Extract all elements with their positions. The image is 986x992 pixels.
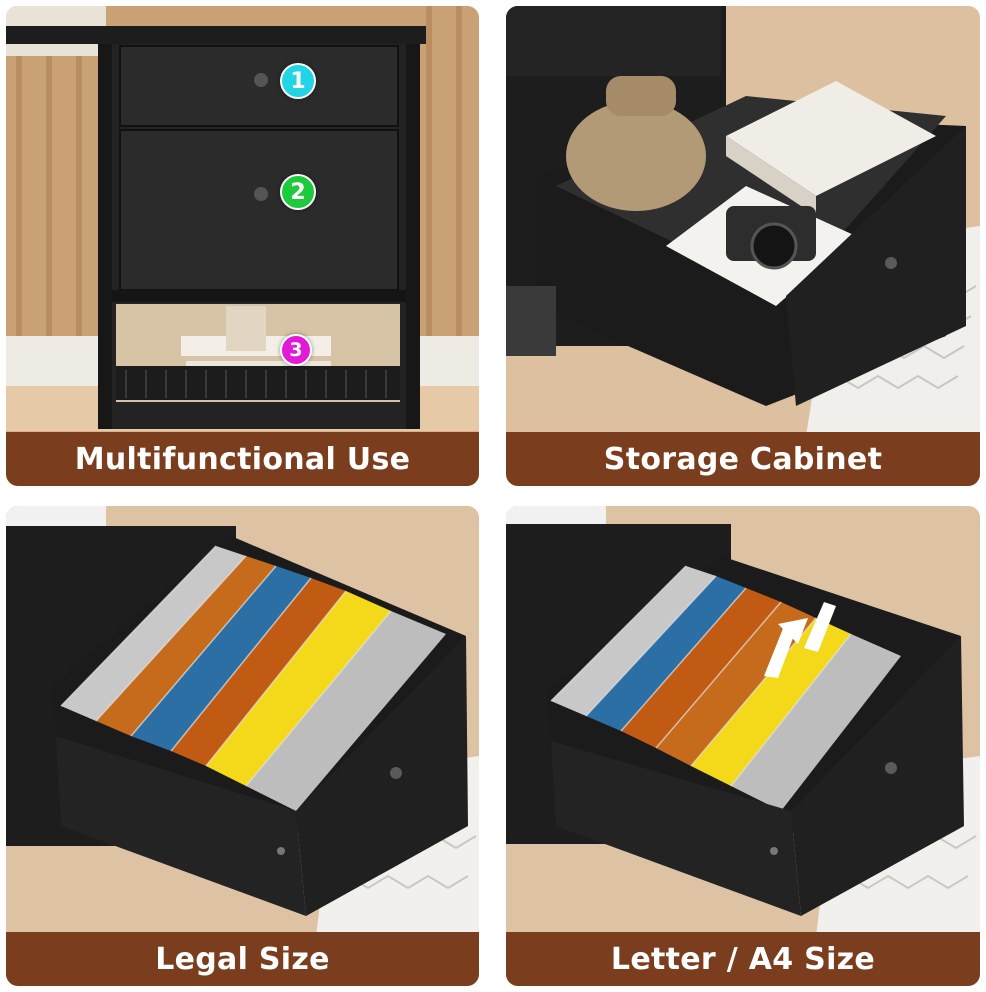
drawer-photo-legal-files	[6, 506, 479, 986]
badge-3: 3	[280, 334, 312, 366]
caption-bar-bg	[506, 932, 980, 986]
panel-storage-cabinet: Storage Cabinet	[506, 6, 980, 486]
badge-1: 1	[280, 63, 316, 99]
caption-multifunctional-use: Multifunctional Use	[74, 441, 411, 477]
caption-bar-bg	[506, 432, 980, 486]
caption-storage-cabinet: Storage Cabinet	[603, 441, 883, 477]
panel-legal-size: Legal Size	[6, 506, 479, 986]
cabinet-photo-front	[6, 6, 479, 486]
drawer-photo-letter-files	[506, 506, 980, 986]
caption-letter-a4-size: Letter / A4 Size	[610, 941, 876, 977]
panel-multifunctional-use: 1 2 3 Multifunctional Use	[6, 6, 479, 486]
badge-2: 2	[280, 174, 316, 210]
caption-legal-size: Legal Size	[155, 941, 330, 977]
caption-bar-bg	[6, 932, 479, 986]
cabinet-photo-open-drawer	[506, 6, 980, 486]
caption-bar-bg	[6, 432, 479, 486]
double-arrow-icon	[764, 602, 836, 678]
panel-letter-a4-size: Letter / A4 Size	[506, 506, 980, 986]
